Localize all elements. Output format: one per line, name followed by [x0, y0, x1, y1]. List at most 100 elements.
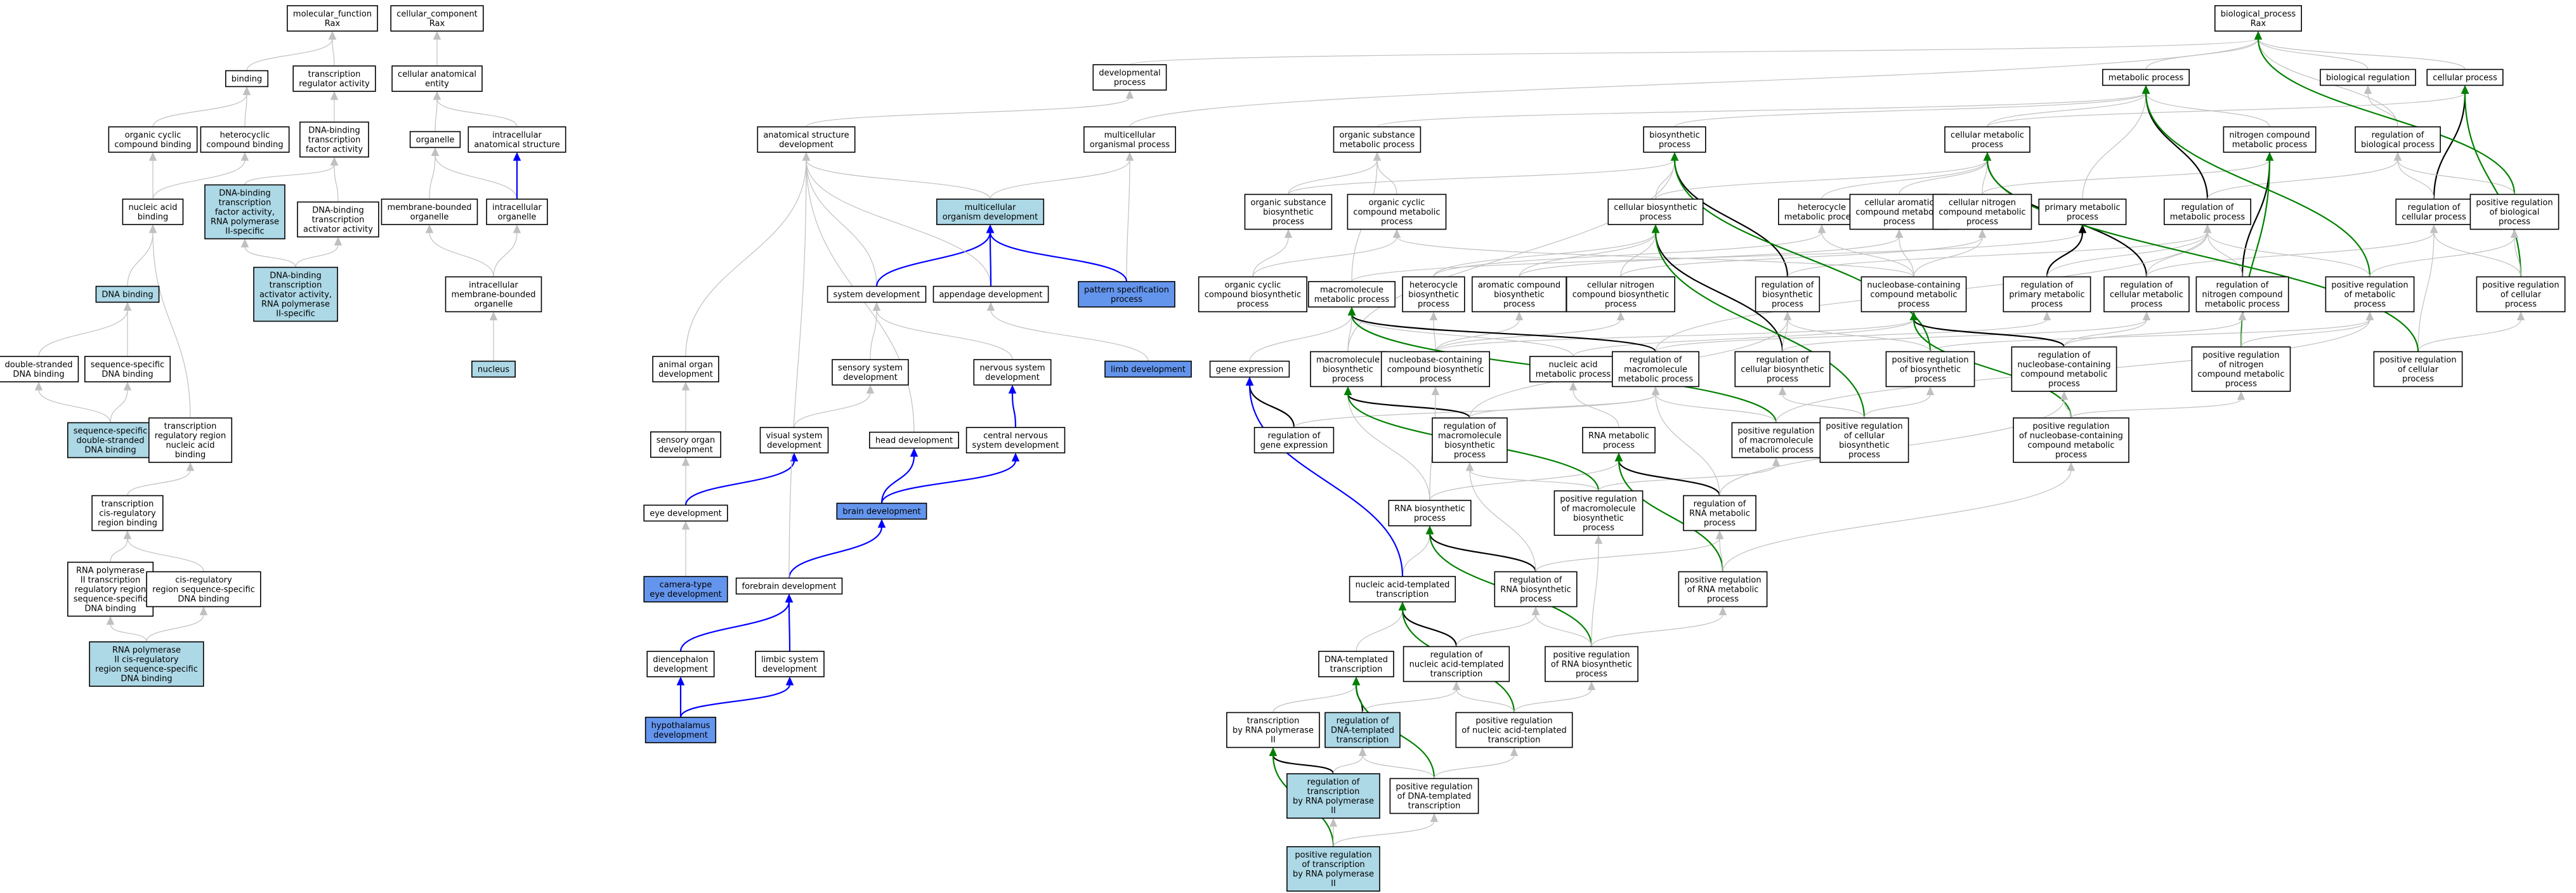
node-dnab[interactable]: DNA binding [95, 285, 160, 303]
node-nucleus[interactable]: nucleus [471, 360, 516, 378]
node-binding[interactable]: binding [225, 70, 269, 88]
node-metab[interactable]: metabolic process [2102, 68, 2190, 86]
node-rncmpc[interactable]: regulation ofnucleobase-containingcompou… [2011, 346, 2117, 392]
node-appdev[interactable]: appendage development [932, 285, 1049, 303]
node-organelle[interactable]: organelle [409, 131, 461, 148]
node-braindev[interactable]: brain development [836, 502, 927, 520]
node-rmbiosyn[interactable]: regulation ofmacromoleculebiosyntheticpr… [1432, 417, 1508, 463]
node-bioreg[interactable]: biological regulation [2320, 68, 2416, 86]
node-sysdev[interactable]: system development [827, 285, 927, 303]
node-geneexp[interactable]: gene expression [1209, 360, 1290, 378]
node-headdev[interactable]: head development [869, 431, 960, 449]
node-fbdev[interactable]: forebrain development [735, 577, 843, 595]
node-limbdev[interactable]: limb development [1104, 360, 1192, 378]
node-eyedev[interactable]: eye development [643, 504, 728, 522]
node-cellp[interactable]: cellular process [2426, 68, 2504, 86]
